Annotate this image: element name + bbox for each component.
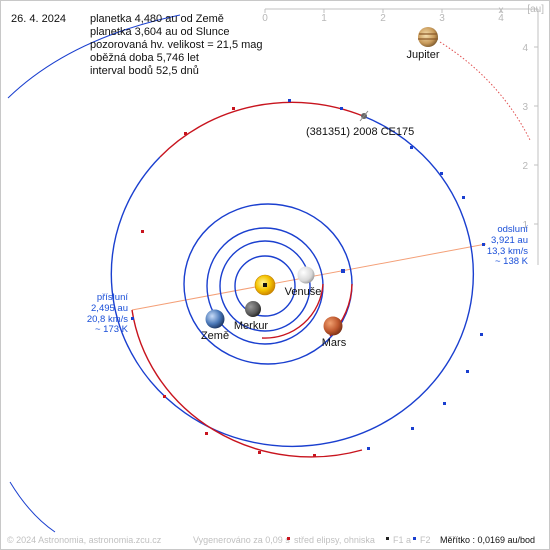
y-tick-label: 2	[522, 161, 528, 172]
aphelion-info: odsluní 3,921 au 13,3 km/s ~ 138 K	[487, 224, 529, 267]
venus-icon	[297, 266, 315, 284]
axis-tick-labels: 0 1 2 3 4 x [au] 4 3 2 1	[262, 4, 544, 231]
asteroid-orbit	[110, 101, 475, 458]
legend-center-marker	[287, 537, 290, 540]
x-axis-label: x	[499, 5, 504, 16]
orbit-point	[367, 447, 370, 450]
perihelion-info: přísluní 2,495 au 20,8 km/s ~ 173 K	[87, 292, 129, 335]
generated-time-text: Vygenerováno za 0,09 s	[193, 535, 290, 545]
asteroid-orbit-above-plane	[110, 115, 475, 447]
jupiter-path	[439, 41, 531, 141]
orbit-point	[340, 107, 343, 110]
venus-label: Venuše	[285, 286, 322, 298]
perihelion-temperature: ~ 173 K	[95, 324, 129, 335]
earth-label: Země	[201, 330, 229, 342]
y-tick-label: 3	[522, 102, 528, 113]
orbit-point	[184, 132, 187, 135]
orbit-point	[131, 317, 134, 320]
mars-icon	[323, 316, 343, 336]
date-label: 26. 4. 2024	[11, 13, 66, 25]
mars-label: Mars	[322, 337, 347, 349]
scale-text: Měřítko : 0,0169 au/bod	[440, 535, 535, 545]
orbit-point	[163, 395, 166, 398]
planet-labels: Jupiter Venuše Merkur Země Mars (381351)…	[201, 49, 440, 349]
asteroid-label: (381351) 2008 CE175	[306, 126, 414, 138]
legend-f1-marker	[386, 537, 389, 540]
perihelion-title: přísluní	[97, 292, 129, 303]
legend-f1-text: F1 a	[393, 535, 411, 545]
x-tick-label: 3	[439, 13, 445, 24]
orbit-point	[313, 454, 316, 457]
earth-orbit-below-plane	[261, 283, 324, 339]
perihelion-distance: 2,495 au	[91, 303, 128, 314]
perihelion-speed: 20,8 km/s	[87, 314, 128, 325]
point-interval-text: interval bodů 52,5 dnů	[90, 65, 199, 77]
orbit-point	[288, 99, 291, 102]
distance-sun-text: planetka 3,604 au od Slunce	[90, 26, 229, 38]
footer: © 2024 Astronomia, astronomia.zcu.cz Vyg…	[7, 535, 535, 545]
x-tick-label: 2	[380, 13, 386, 24]
axes	[264, 8, 539, 265]
magnitude-text: pozorovaná hv. velikost = 21,5 mag	[90, 39, 263, 51]
mercury-icon	[245, 301, 261, 317]
orbit-point	[462, 196, 465, 199]
orbit-point	[205, 432, 208, 435]
orbit-point	[443, 402, 446, 405]
aphelion-speed: 13,3 km/s	[487, 246, 528, 257]
aphelion-title: odsluní	[497, 224, 528, 235]
info-block: 26. 4. 2024 planetka 4,480 au od Země pl…	[11, 13, 263, 77]
orbit-point	[411, 427, 414, 430]
orbit-point	[141, 230, 144, 233]
focus-f2-marker	[341, 269, 345, 273]
distance-earth-text: planetka 4,480 au od Země	[90, 13, 224, 25]
aphelion-temperature: ~ 138 K	[495, 256, 529, 267]
asteroid-icon	[359, 110, 369, 122]
aphelion-distance: 3,921 au	[491, 235, 528, 246]
asteroid-orbit-below-plane	[131, 309, 363, 458]
y-axis-label: [au]	[527, 4, 544, 15]
mercury-label: Merkur	[234, 320, 269, 332]
orbit-point	[466, 370, 469, 373]
jupiter-orbit-arc	[7, 14, 181, 99]
orbit-point	[440, 172, 443, 175]
orbit-point	[232, 107, 235, 110]
legend-f2-marker	[413, 537, 416, 540]
period-text: oběžná doba 5,746 let	[90, 52, 199, 64]
jupiter-orbit	[7, 14, 181, 533]
x-tick-label: 1	[321, 13, 327, 24]
earth-icon	[205, 309, 225, 329]
jupiter-icon	[418, 27, 438, 47]
asteroid-orbit-below-plane-top	[159, 101, 364, 158]
venus-orbit	[219, 240, 311, 332]
y-tick-label: 1	[522, 220, 528, 231]
mercury-orbit	[234, 255, 296, 317]
x-tick-label: 0	[262, 13, 268, 24]
y-tick-label: 4	[522, 43, 528, 54]
copyright-text: © 2024 Astronomia, astronomia.zcu.cz	[7, 535, 162, 545]
orbit-point	[480, 333, 483, 336]
legend-f2-text: F2	[420, 535, 431, 545]
orbit-point	[258, 451, 261, 454]
asteroid-orbit-dots	[131, 99, 485, 457]
jupiter-label: Jupiter	[406, 49, 439, 61]
jupiter-orbit-arc	[9, 481, 56, 533]
orbit-point	[410, 146, 413, 149]
orbit-point	[482, 243, 485, 246]
x-tick-label: 4	[498, 13, 504, 24]
legend-center-text: střed elipsy, ohniska	[294, 535, 375, 545]
focus-f1-marker	[263, 283, 267, 287]
